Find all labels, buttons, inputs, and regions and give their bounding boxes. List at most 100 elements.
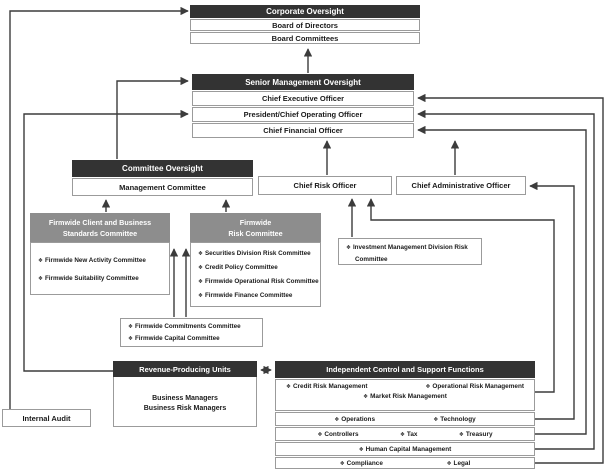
list-item: ❖Firmwide Finance Committee: [191, 289, 320, 303]
line-internal-audit-to-board: [9, 6, 189, 409]
list-item: ❖Firmwide Operational Risk Committee: [191, 275, 320, 289]
diamond-bullet-icon: ❖: [334, 416, 340, 423]
list-item: ❖Human Capital Management: [359, 446, 452, 453]
independent-control-support-box: Independent Control and Support Function…: [275, 361, 535, 469]
revenue-producing-units-box: Revenue-Producing Units Business Manager…: [113, 361, 257, 427]
firmwide-client-business-standards-box: Firmwide Client and Business Standards C…: [30, 213, 170, 295]
function-label: Human Capital Management: [365, 445, 452, 453]
committee-label: Firmwide Finance Committee: [204, 292, 293, 299]
list-item: ❖Controllers: [317, 431, 358, 438]
committee-label: Firmwide Commitments Committee: [134, 323, 241, 330]
list-item: ❖Market Risk Management: [363, 393, 447, 400]
board-committees-row: Board Committees: [190, 32, 420, 44]
diamond-bullet-icon: ❖: [346, 245, 351, 251]
diamond-bullet-icon: ❖: [128, 336, 133, 342]
diamond-bullet-icon: ❖: [358, 446, 364, 453]
list-item: ❖Securities Division Risk Committee: [191, 247, 320, 261]
diamond-bullet-icon: ❖: [339, 460, 345, 467]
function-label: Operations: [341, 415, 376, 423]
list-item: ❖Operations: [334, 416, 375, 423]
diamond-bullet-icon: ❖: [286, 384, 291, 390]
function-label: Controllers: [324, 430, 359, 438]
function-label: Market Risk Management: [370, 393, 447, 400]
role-label: Business Risk Managers: [143, 405, 227, 412]
diamond-bullet-icon: ❖: [446, 460, 452, 467]
commitments-capital-box: ❖Firmwide Commitments Committee ❖Firmwid…: [120, 318, 263, 347]
icsf-risk-mgmt-section: ❖Credit Risk Management ❖Operational Ris…: [275, 379, 535, 411]
revenue-units-body: Business Managers Business Risk Managers: [114, 377, 256, 414]
function-label: Legal: [453, 459, 471, 467]
corporate-oversight-header: Corporate Oversight: [190, 5, 420, 18]
diamond-bullet-icon: ❖: [458, 431, 464, 438]
frc-title-line1: Firmwide: [239, 217, 272, 227]
line-risk-mgmt-to-cro: [366, 198, 555, 393]
corporate-oversight-box: Corporate Oversight Board of Directors B…: [190, 5, 420, 44]
senior-management-header: Senior Management Oversight: [192, 74, 414, 90]
line-ops-tech-to-cao: [529, 181, 575, 420]
diamond-bullet-icon: ❖: [433, 416, 439, 423]
diamond-bullet-icon: ❖: [38, 258, 43, 264]
list-item: ❖Credit Risk Management: [286, 383, 368, 390]
senior-management-oversight-box: Senior Management Oversight Chief Execut…: [192, 74, 414, 138]
diamond-bullet-icon: ❖: [198, 251, 203, 257]
committee-label: Firmwide Capital Committee: [134, 335, 220, 342]
diamond-bullet-icon: ❖: [128, 324, 133, 330]
diamond-bullet-icon: ❖: [363, 394, 369, 400]
fcbsc-title-line1: Firmwide Client and Business: [48, 217, 152, 227]
line-hcm-to-coo: [417, 109, 595, 450]
committee-label: Firmwide Operational Risk Committee: [204, 278, 319, 285]
frc-header: Firmwide Risk Committee: [190, 213, 321, 242]
function-label: Technology: [440, 415, 476, 423]
icsf-compliance-legal-row: ❖Compliance ❖Legal: [275, 457, 535, 469]
list-item: ❖Credit Policy Committee: [191, 261, 320, 275]
list-item: ❖Treasury: [459, 431, 493, 438]
line-compliance-to-ceo: [417, 93, 604, 464]
diamond-bullet-icon: ❖: [38, 276, 43, 282]
line-controllers-to-cfo: [417, 125, 587, 435]
internal-audit-box: Internal Audit: [2, 409, 91, 427]
icsf-human-capital-row: ❖Human Capital Management: [275, 442, 535, 456]
list-item: ❖Investment Management Division Risk Com…: [339, 242, 481, 265]
committee-label: Securities Division Risk Committee: [204, 250, 311, 257]
revenue-units-header: Revenue-Producing Units: [113, 361, 257, 377]
committee-label: Investment Management Division Risk Comm…: [352, 244, 468, 263]
function-label: Tax: [406, 430, 418, 438]
list-item: ❖Tax: [400, 431, 417, 438]
list-item: ❖Legal: [447, 460, 471, 467]
chief-administrative-officer-box: Chief Administrative Officer: [396, 176, 526, 195]
fcbsc-body: ❖Firmwide New Activity Committee ❖Firmwi…: [30, 242, 170, 295]
chief-risk-officer-box: Chief Risk Officer: [258, 176, 392, 195]
diamond-bullet-icon: ❖: [198, 279, 203, 285]
board-of-directors-row: Board of Directors: [190, 19, 420, 31]
list-item: ❖Firmwide Suitability Committee: [31, 270, 169, 288]
committee-label: Credit Policy Committee: [204, 264, 278, 271]
diamond-bullet-icon: ❖: [198, 293, 203, 299]
function-label: Credit Risk Management: [292, 383, 368, 390]
diamond-bullet-icon: ❖: [425, 384, 431, 390]
committee-label: Firmwide Suitability Committee: [44, 275, 139, 282]
icsf-operations-technology-row: ❖Operations ❖Technology: [275, 412, 535, 426]
fcbsc-title-line2: Standards Committee: [62, 228, 138, 238]
list-item: ❖Firmwide Commitments Committee: [121, 321, 262, 333]
list-item: ❖Technology: [433, 416, 475, 423]
role-label: Business Managers: [152, 395, 218, 402]
list-item: ❖Firmwide New Activity Committee: [31, 252, 169, 270]
investment-mgmt-division-risk-box: ❖Investment Management Division Risk Com…: [338, 238, 482, 265]
function-label: Treasury: [465, 430, 493, 438]
list-item: ❖Firmwide Capital Committee: [121, 333, 262, 345]
line-committee-oversight-to-senior-mgmt: [116, 76, 189, 159]
diamond-bullet-icon: ❖: [399, 431, 405, 438]
ceo-row: Chief Executive Officer: [192, 91, 414, 106]
diamond-bullet-icon: ❖: [198, 265, 203, 271]
president-coo-row: President/Chief Operating Officer: [192, 107, 414, 122]
cfo-row: Chief Financial Officer: [192, 123, 414, 138]
committee-label: Firmwide New Activity Committee: [44, 257, 146, 264]
committee-oversight-box: Committee Oversight Management Committee: [72, 160, 253, 196]
diamond-bullet-icon: ❖: [317, 431, 323, 438]
icsf-header: Independent Control and Support Function…: [275, 361, 535, 378]
fcbsc-header: Firmwide Client and Business Standards C…: [30, 213, 170, 242]
committee-oversight-header: Committee Oversight: [72, 160, 253, 177]
management-committee-row: Management Committee: [72, 178, 253, 196]
